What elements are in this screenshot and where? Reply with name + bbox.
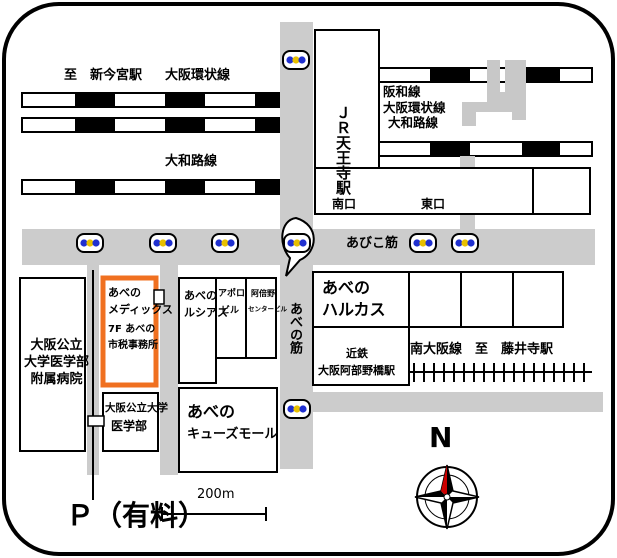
traffic-light-icon — [283, 399, 311, 419]
jr-platform-right — [512, 60, 526, 120]
apollo-building — [215, 277, 247, 359]
lucias-line-2: ルシアス — [184, 306, 228, 319]
label-hanwa-line: 阪和線 — [383, 84, 421, 99]
hospital-line-1: 大阪公立 — [30, 338, 83, 353]
lucias-line-1: あべの — [184, 289, 217, 302]
label-compass-north: N — [429, 421, 453, 454]
center-building — [245, 277, 277, 359]
jr-station-side — [532, 167, 591, 215]
compass-rose-icon — [414, 464, 480, 530]
jr-station-name: ＪＲ天王寺駅 — [334, 105, 352, 195]
harukas-right-1 — [408, 271, 462, 328]
label-osaka-loop-line: 大阪環状線 — [165, 68, 231, 83]
label-medical-school: 大阪公立大学 医学部 — [105, 403, 168, 432]
medix-line-1: あべの — [108, 286, 141, 299]
traffic-light-icon — [211, 233, 239, 253]
road-label-abe-suji: あべの筋 — [287, 302, 302, 354]
label-to-shinimamiya: 至 新今宮駅 — [64, 68, 143, 83]
rail-track-minami-osaka — [409, 363, 592, 382]
label-osaka-city-hospital: 大阪公立 大学医学部 附属病院 — [24, 339, 89, 386]
label-abeno-lucias: あべの ルシアス — [184, 290, 228, 318]
medix-notch — [153, 289, 165, 305]
traffic-light-icon — [76, 233, 104, 253]
harukas-right-3 — [512, 271, 564, 328]
kintetsu-line-1: 近鉄 — [346, 347, 368, 360]
hospital-line-2: 大学医学部 — [24, 355, 90, 370]
label-scale-200m: 200m — [197, 487, 235, 502]
traffic-light-icon — [409, 233, 437, 253]
hospital-line-3: 附属病院 — [30, 372, 83, 387]
label-apollo-building: アポロ ビル — [218, 290, 245, 316]
apollo-line-2: ビル — [221, 306, 240, 316]
label-yamatoji-line-2: 大和路線 — [388, 115, 439, 130]
traffic-light-icon — [149, 233, 177, 253]
kintetsu-line-2: 大阪阿部野橋駅 — [318, 364, 395, 377]
jr-south-exit: 南口 — [332, 197, 357, 211]
label-parking-paid: Ｐ（有料） — [66, 499, 207, 532]
traffic-light-icon — [282, 50, 310, 70]
medschool-line-1: 大阪公立大学 — [105, 402, 168, 414]
jr-station-lines: 阪和線 大阪環状線 大和路線 — [383, 84, 446, 130]
road-lower — [313, 392, 603, 412]
qsmall-line-1: あべの — [187, 402, 236, 421]
qs-mall-building — [178, 387, 278, 473]
center-line-1: 阿倍野 — [251, 289, 275, 298]
lucias-building — [178, 277, 217, 384]
jr-platform — [462, 60, 518, 126]
harukas-line-1: あべの — [322, 278, 371, 297]
label-kintetsu-station: 近鉄 大阪阿部野橋駅 — [318, 348, 395, 376]
hospital-building — [19, 277, 86, 452]
parking-gate — [87, 415, 105, 427]
medix-line-2: メディックス — [108, 303, 173, 316]
medix-line-4: 市税事務所 — [108, 340, 158, 351]
medix-line-3: 7F あべの — [108, 324, 156, 335]
road-side-mid — [160, 265, 178, 475]
jr-station-building — [314, 29, 380, 169]
label-abeno-harukas: あべの ハルカス — [322, 280, 386, 318]
label-minami-osaka-line: 南大阪線 至 藤井寺駅 — [410, 342, 554, 357]
jr-east-exit: 東口 — [421, 197, 446, 211]
center-line-2: センタービル — [248, 305, 287, 313]
qsmall-line-2: キューズモール — [187, 427, 278, 442]
label-abeno-medix: あべの メディックス 7F あべの 市税事務所 — [108, 287, 173, 351]
harukas-right-2 — [460, 271, 514, 328]
kintetsu-station-building — [312, 326, 410, 386]
jr-station-south — [314, 167, 534, 215]
label-osaka-loop-line-2: 大阪環状線 — [383, 99, 446, 115]
scale-bar — [161, 507, 267, 521]
label-abeno-qs-mall: あべの キューズモール — [187, 402, 278, 442]
apollo-line-1: アポロ — [218, 289, 246, 299]
medschool-line-2: 医学部 — [111, 418, 148, 433]
traffic-light-icon — [283, 233, 311, 253]
label-yamatoji-line: 大和路線 — [165, 154, 218, 169]
abeno-medix-building — [100, 275, 159, 388]
harukas-line-2: ハルカス — [322, 300, 386, 319]
traffic-lights — [76, 50, 479, 419]
traffic-light-icon — [451, 233, 479, 253]
road-label-abiko-suji: あびこ筋 — [346, 236, 399, 251]
label-center-building: 阿倍野 センタービル — [248, 290, 287, 313]
